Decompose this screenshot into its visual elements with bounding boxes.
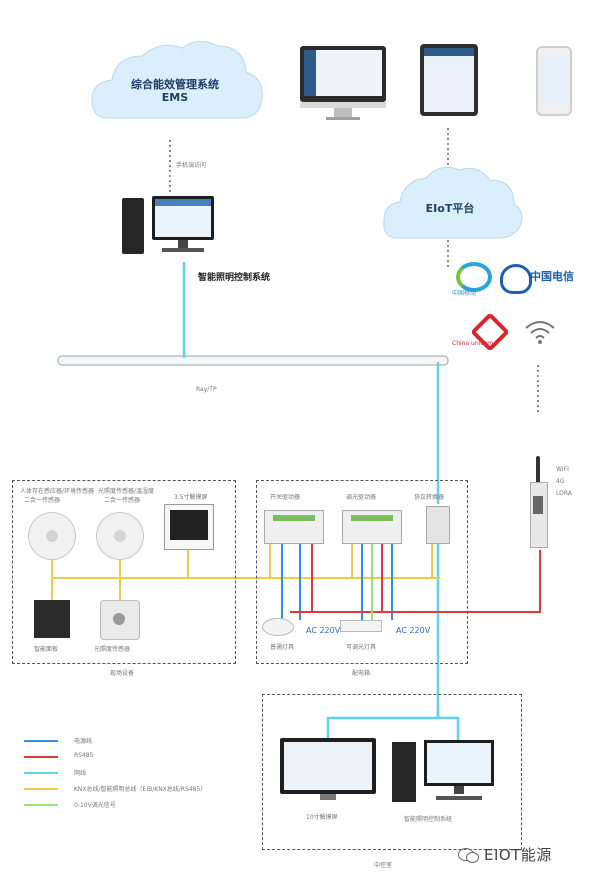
ac-label-1: AC 220V (306, 626, 341, 635)
legend-label-rs485: RS485 (74, 752, 94, 759)
touch-panel-35-icon (164, 504, 214, 550)
control-system-label: 智能照明控制系统 (198, 273, 271, 283)
field-devices-box (12, 480, 236, 664)
illuminance-sensor-icon (96, 512, 144, 560)
sensor1-label-line2: 二合一传感器 (24, 497, 61, 504)
legend-swatch-network (24, 772, 58, 774)
control-room-box (262, 694, 522, 850)
control-room-label: 中控室 (374, 862, 393, 869)
cabinet-box-label: 配电箱 (352, 670, 371, 677)
legend-label-dimming: 0-10V调光信号 (74, 802, 116, 809)
upload-label: 手机端访问 (176, 162, 207, 169)
phone-device (536, 46, 572, 116)
china-mobile-logo: 中国移动 (452, 262, 492, 297)
ac-label-2: AC 220V (396, 626, 431, 635)
eiot-cloud (383, 166, 523, 239)
bus-label: Ray/TP (196, 386, 217, 393)
legend-label-bus: KNX总线/智能照明总线（EIB/KNX总线/RS485） (74, 786, 207, 793)
touch-screen-10-label: 10寸触摸屏 (306, 814, 338, 821)
smart-switch-label: 智能面板 (34, 646, 59, 653)
ems-cloud (91, 41, 263, 119)
rs485-line-wireless (290, 550, 541, 613)
brand-watermark: EIOT能源 (484, 846, 552, 864)
legend-swatch-dimming (24, 804, 58, 806)
legend-swatch-bus (24, 788, 58, 790)
relay-label: 开关驱动器 (270, 494, 301, 501)
wireless-label-lora: LORA (556, 490, 572, 497)
light-sensor-box-icon (100, 600, 140, 640)
legend: 电源线 RS485 网线 KNX总线/智能照明总线（EIB/KNX总线/RS48… (24, 736, 234, 816)
control-desktop-pc (122, 196, 216, 262)
control-room-pc-label: 智能照明控制系统 (404, 816, 453, 823)
presence-sensor-icon (28, 512, 76, 560)
dimmer-label: 调光驱动器 (346, 494, 377, 501)
dimmable-lamp-icon (340, 620, 382, 632)
touch-screen-10-icon (280, 738, 376, 802)
tablet-device (420, 44, 478, 116)
smart-switch-panel-icon (34, 600, 70, 638)
ems-cloud-label: 综合能效管理系统 EMS (110, 78, 240, 104)
legend-label-network: 网线 (74, 770, 87, 777)
ems-subtitle: EMS (161, 91, 189, 104)
wireless-label-4g: 4G (556, 478, 565, 485)
ems-title: 综合能效管理系统 (131, 78, 219, 91)
wireless-label-wifi: WIFI (556, 466, 569, 473)
field-box-label: 现场设备 (110, 670, 135, 677)
panel-label: 3.5寸触摸屏 (174, 494, 208, 501)
lamp2-label: 可调光灯具 (346, 644, 377, 651)
china-telecom-logo: 中国电信 (500, 262, 582, 302)
legend-swatch-power (24, 740, 58, 742)
china-unicom-logo: China unicom (452, 312, 512, 354)
network-line-pc (436, 710, 460, 740)
eiot-cloud-label: EIoT平台 (425, 202, 475, 215)
lamp1-label: 普通灯具 (270, 644, 295, 651)
network-line-control-room (326, 540, 440, 740)
normal-lamp-icon (262, 618, 294, 636)
light-sensor-label: 光照度传感器 (94, 646, 131, 653)
imac-monitor (300, 46, 386, 122)
sensor1-label-line1: 人体存在感应器/环境传感器 (20, 488, 95, 495)
dimmer-driver-icon (342, 510, 402, 544)
sensor2-label-line2: 二合一传感器 (104, 497, 141, 504)
distribution-cabinet-box (256, 480, 468, 664)
control-room-pc-icon (392, 740, 496, 810)
protocol-gateway-icon (426, 506, 450, 544)
wifi-icon (525, 321, 555, 344)
wireless-module (530, 456, 548, 552)
sensor2-label-line1: 光照度传感器/温湿度 (98, 488, 155, 495)
wechat-icon (458, 846, 480, 864)
relay-driver-icon (264, 510, 324, 544)
ethernet-bus-bar (57, 355, 449, 366)
legend-swatch-rs485 (24, 756, 58, 758)
gateway-label: 协议转换器 (414, 494, 445, 501)
legend-label-power: 电源线 (74, 738, 93, 745)
